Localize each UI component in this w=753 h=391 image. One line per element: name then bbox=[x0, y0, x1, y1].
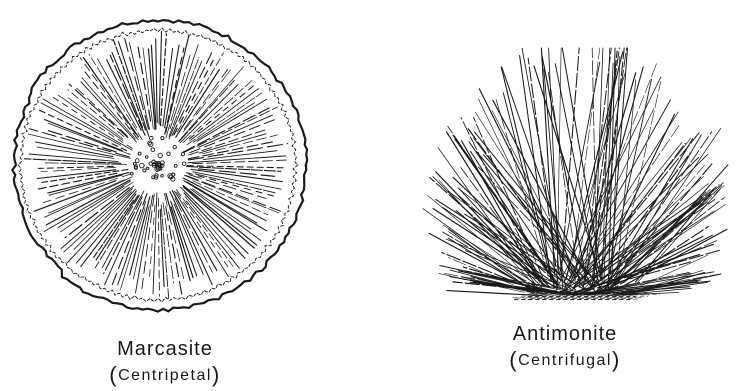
crystal-fibre-stroke bbox=[28, 134, 130, 158]
marcasite-nucleus-dot bbox=[133, 162, 136, 165]
crystal-fibre-stroke bbox=[61, 186, 134, 249]
crystal-fibre-stroke bbox=[186, 201, 239, 268]
marcasite-nucleus-dot bbox=[167, 152, 171, 156]
marcasite-paren-open: ( bbox=[109, 362, 118, 387]
marcasite-nucleus-dot bbox=[174, 164, 177, 167]
antimonite-label: Antimonite bbox=[480, 323, 650, 345]
crystal-fibre-stroke bbox=[133, 206, 149, 279]
marcasite-nucleus-dot bbox=[182, 162, 186, 166]
crystal-fibre-stroke bbox=[97, 59, 136, 128]
crystal-fibre-stroke bbox=[184, 69, 228, 129]
crystal-fibre-stroke bbox=[58, 186, 124, 227]
crystal-fibre-stroke bbox=[39, 166, 114, 168]
antimonite-fan-drawing bbox=[423, 48, 728, 300]
crystal-fibre-stroke bbox=[189, 86, 253, 139]
marcasite-growth-type-label: Centripetal bbox=[118, 367, 212, 384]
crystal-fibre-stroke bbox=[184, 175, 278, 213]
marcasite-nucleus-dot bbox=[181, 153, 184, 156]
antimonite-growth-type-label: Centrifugal bbox=[518, 352, 612, 369]
antimonite-paren-close: ) bbox=[612, 347, 621, 372]
marcasite-nucleus-dot bbox=[151, 148, 155, 152]
marcasite-nucleus-dot bbox=[143, 169, 146, 172]
marcasite-growth-type: (Centripetal) bbox=[80, 364, 250, 387]
crystal-fibre-stroke bbox=[74, 192, 131, 250]
marcasite-nucleus-dot bbox=[152, 176, 155, 179]
marcasite-radial-drawing bbox=[12, 20, 307, 311]
crystal-fibre-stroke bbox=[624, 165, 728, 283]
crystal-fibre-stroke bbox=[176, 190, 233, 267]
crystal-fibre-stroke bbox=[158, 198, 159, 296]
marcasite-nucleus-dot bbox=[150, 136, 154, 140]
crystal-fibre-stroke bbox=[172, 52, 212, 135]
marcasite-caption: Marcasite (Centripetal) bbox=[80, 338, 250, 387]
antimonite-paren-open: ( bbox=[509, 347, 518, 372]
marcasite-nucleus-dot bbox=[130, 172, 133, 175]
crystal-fibre-stroke bbox=[37, 170, 115, 179]
marcasite-nucleus-dot bbox=[135, 159, 139, 163]
marcasite-nucleus-dot bbox=[147, 167, 149, 169]
crystal-fibre-stroke bbox=[37, 173, 117, 189]
crystal-fibre-stroke bbox=[37, 147, 114, 158]
marcasite-nucleus-dot bbox=[161, 175, 164, 178]
crystal-fibre-stroke bbox=[24, 159, 121, 164]
crystal-fibre-stroke bbox=[183, 81, 252, 143]
marcasite-nucleus-dot bbox=[145, 156, 148, 159]
crystal-fibre-stroke bbox=[34, 181, 116, 212]
marcasite-paren-close: ) bbox=[212, 362, 221, 387]
crystal-fibre-stroke bbox=[184, 193, 245, 258]
marcasite-nucleus-dot bbox=[173, 145, 176, 148]
marcasite-nucleus-dot bbox=[138, 152, 141, 155]
marcasite-rim bbox=[12, 20, 307, 311]
marcasite-nucleus-dot bbox=[158, 153, 162, 157]
crystal-fibre-stroke bbox=[94, 200, 134, 257]
crystal-fibre-stroke bbox=[492, 111, 583, 285]
crystal-fibre-stroke bbox=[130, 197, 150, 275]
marcasite-label: Marcasite bbox=[80, 338, 250, 360]
marcasite-nucleus-dot bbox=[161, 137, 164, 140]
marcasite-nucleus-dot bbox=[140, 163, 145, 168]
crystal-fibre-stroke bbox=[190, 118, 279, 153]
crystal-fibre-stroke bbox=[73, 85, 128, 137]
crystal-fibre-stroke bbox=[96, 196, 138, 260]
crystal-fibre-stroke bbox=[114, 40, 146, 130]
crystal-fibre-stroke bbox=[179, 67, 244, 142]
crystal-fibre-stroke bbox=[184, 107, 277, 152]
crystal-fibre-stroke bbox=[156, 39, 158, 123]
antimonite-caption: Antimonite (Centrifugal) bbox=[480, 323, 650, 372]
antimonite-growth-type: (Centrifugal) bbox=[480, 349, 650, 372]
crystal-fibre-stroke bbox=[203, 151, 277, 160]
crystal-fibre-stroke bbox=[616, 80, 636, 285]
